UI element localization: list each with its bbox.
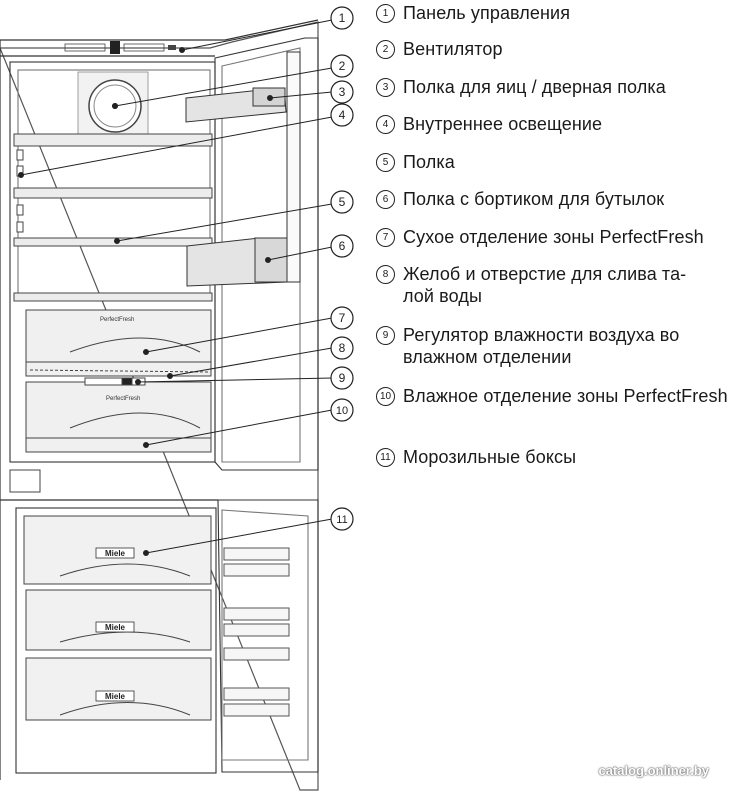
legend-num: 5 [376, 153, 395, 172]
legend-num: 1 [376, 4, 395, 23]
watermark: catalog.onliner.by [598, 763, 709, 778]
legend-num: 3 [376, 78, 395, 97]
legend-num: 8 [376, 265, 395, 284]
perfectfresh-label-top: PerfectFresh [100, 317, 134, 323]
callout-6: 6 [339, 239, 346, 253]
callout-9: 9 [339, 371, 346, 385]
legend-text: Вентилятор [403, 39, 503, 59]
legend-num: 2 [376, 40, 395, 59]
legend-text: Регулятор влажности воздуха во влажном о… [403, 325, 680, 367]
fan [77, 71, 149, 135]
legend-text: Панель управления [403, 3, 571, 23]
door-shelves [185, 87, 288, 287]
legend-num: 6 [376, 190, 395, 209]
legend-text: Влажное отделение зоны PerfectFresh [403, 386, 728, 406]
callout-5: 5 [339, 195, 346, 209]
callout-2: 2 [339, 59, 346, 73]
fridge-door [214, 37, 319, 471]
perfectfresh-drawers [25, 309, 212, 453]
callout-10: 10 [336, 405, 348, 417]
callout-circles: 1 2 3 4 5 6 7 8 9 10 11 [330, 6, 354, 531]
perfectfresh-label-bottom: PerfectFresh [106, 396, 140, 402]
legend-item-4: 4 Внутреннее освещение [376, 113, 731, 135]
legend-num: 11 [376, 448, 395, 467]
callout-leaders [18, 19, 333, 556]
legend-item-7: 7 Сухое отделение зоны PerfectFresh [376, 226, 731, 248]
fridge-shelves [13, 133, 213, 302]
callout-11: 11 [336, 514, 347, 526]
callout-3: 3 [339, 85, 346, 99]
callout-4: 4 [339, 108, 346, 122]
legend-item-2: 2 Вентилятор [376, 38, 731, 60]
legend-item-1: 1 Панель управления [376, 2, 731, 24]
legend-text: Полка [403, 152, 455, 172]
legend-item-9: 9 Регулятор влажности воздуха во влажном… [376, 324, 731, 368]
legend-item-5: 5 Полка [376, 151, 731, 173]
miele-logo-1: Miele [105, 549, 126, 558]
legend-num: 10 [376, 387, 395, 406]
legend-item-8: 8 Желоб и отверстие для слива та- лой во… [376, 263, 731, 307]
drain-channel [29, 369, 211, 373]
freezer-drawers [23, 515, 212, 721]
legend-text: Полка с бортиком для бутылок [403, 189, 665, 209]
miele-logo-3: Miele [105, 692, 126, 701]
callout-8: 8 [339, 341, 346, 355]
legend-text: Желоб и отверстие для слива та- лой воды [403, 264, 687, 306]
interior-light [16, 149, 24, 233]
callout-7: 7 [339, 311, 346, 325]
legend-text: Полка для яиц / дверная полка [403, 77, 666, 97]
miele-logo-2: Miele [105, 623, 126, 632]
legend-text: Сухое отделение зоны PerfectFresh [403, 227, 704, 247]
legend-text: Внутреннее освещение [403, 114, 603, 134]
legend-item-10: 10 Влажное отделение зоны PerfectFresh [376, 385, 731, 407]
callout-1: 1 [339, 11, 346, 25]
legend-item-11: 11 Морозильные боксы [376, 446, 731, 468]
legend-num: 4 [376, 115, 395, 134]
legend-num: 9 [376, 326, 395, 345]
legend-text: Морозильные боксы [403, 447, 577, 467]
freezer-compartment [15, 499, 319, 774]
legend-num: 7 [376, 228, 395, 247]
freezer-brand-labels: Miele Miele Miele [95, 547, 135, 702]
fridge-top-outline [0, 21, 319, 791]
freezer-door [217, 499, 319, 773]
control-panel [64, 41, 176, 54]
legend-item-6: 6 Полка с бортиком для бутылок [376, 188, 731, 210]
legend-item-3: 3 Полка для яиц / дверная полка [376, 76, 731, 98]
